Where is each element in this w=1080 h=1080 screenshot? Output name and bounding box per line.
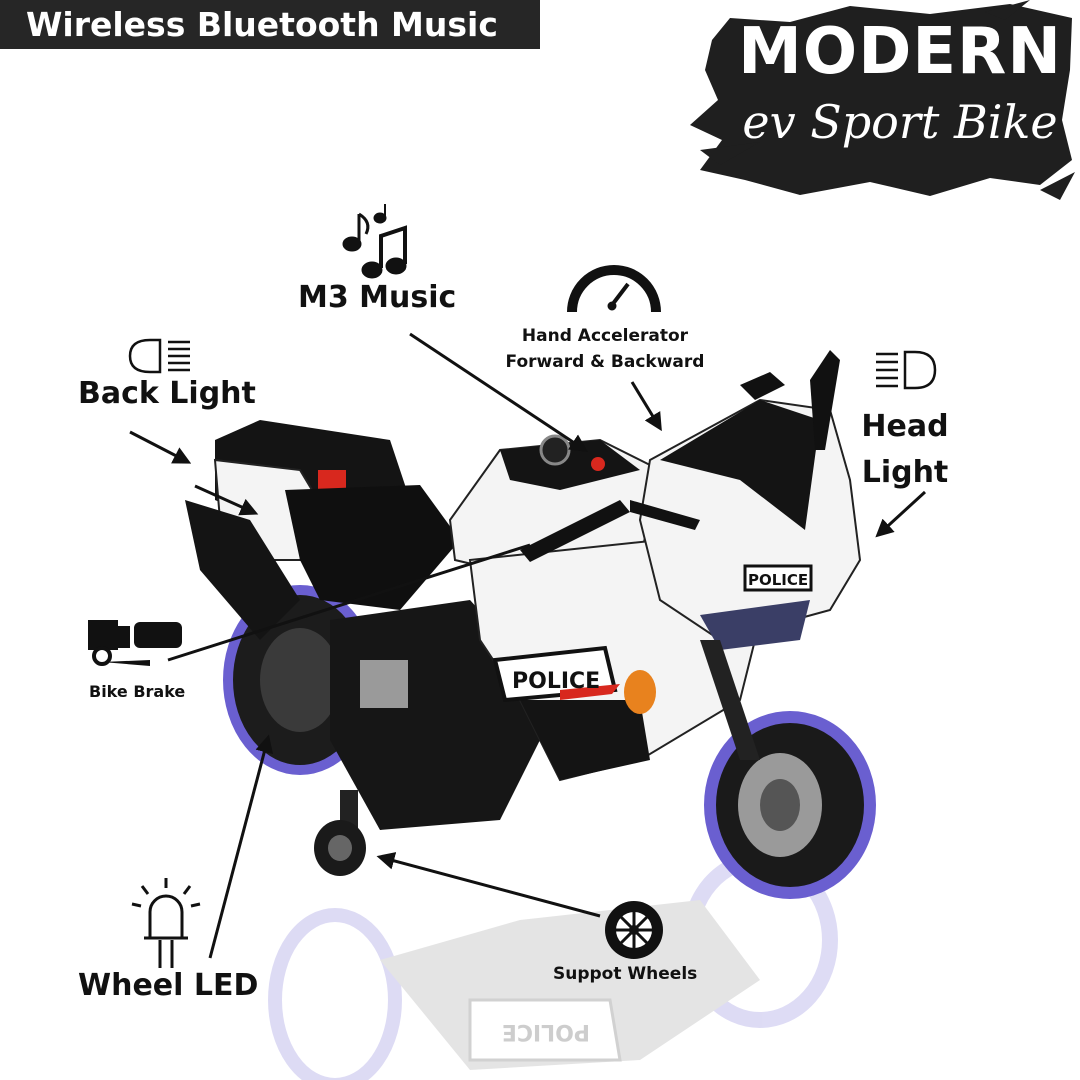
tail-light [318,470,346,492]
right-mirror [810,350,840,450]
brand-subtitle: ev Sport Bike [742,95,1058,149]
music-arrow [409,332,589,452]
accelerator-label-line1: Hand Accelerator [521,326,689,346]
windscreen [660,400,820,530]
accelerator-label: Hand Accelerator Forward & Backward [500,323,710,375]
support-wheel [314,790,366,876]
back-light-arrow-1 [129,430,192,464]
wheel-icon [605,901,663,959]
back-light-label: Back Light [78,376,256,411]
accelerator-label-line2: Forward & Backward [505,352,705,372]
accelerator-arrow [630,381,662,432]
lower-fairing [520,700,650,780]
turn-indicator [624,670,656,714]
rear-fender [185,500,300,640]
head-light-label: Head Light [850,404,960,496]
reflection-badge-text: POLICE [502,1019,590,1044]
brake-label: Bike Brake [89,682,186,701]
brake-lever-icon [88,620,182,666]
left-mirror [740,372,785,400]
handlebar [520,500,630,562]
seat [285,485,460,610]
music-notes-icon [342,204,407,279]
engine-grille [360,660,408,708]
header-banner: Wireless Bluetooth Music [0,0,540,49]
head-light-label-line1: Head [861,409,949,444]
bike-reflection: POLICE [268,852,838,1080]
brake-pointer-line [167,543,531,662]
music-label: M3 Music [298,280,457,315]
headlamp [700,600,810,650]
front-badge-text: POLICE [748,571,808,589]
support-wheel-arrow [376,852,601,918]
back-light-arrow-2 [194,484,259,516]
support-wheels-label: Suppot Wheels [553,964,698,984]
front-fork [700,640,760,760]
front-police-badge: POLICE [743,564,813,592]
head-light-label-line2: Light [861,455,949,490]
wheel-led-label: Wheel LED [78,968,259,1003]
speedometer-icon [567,265,661,313]
accelerator-grip [630,500,700,530]
tank-top [500,440,640,490]
head-light-arrow [875,490,927,538]
side-police-badge: POLICE [492,645,620,703]
led-bulb-icon [131,878,201,968]
headlight-icon [876,350,937,390]
back-light-icon [128,338,190,374]
brand-title: MODERN [738,15,1062,89]
side-badge-text: POLICE [512,669,600,694]
banner-text: Wireless Bluetooth Music [26,5,498,44]
wheel-led-arrow [208,734,274,959]
music-button [591,457,605,471]
